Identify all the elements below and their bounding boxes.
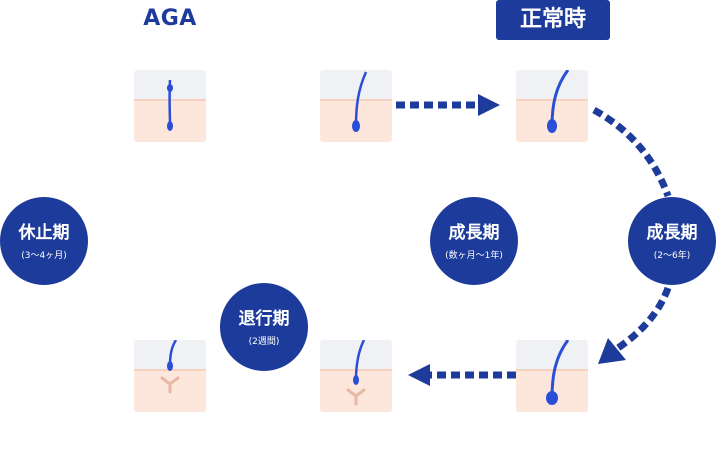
arrow-top-right <box>396 94 500 116</box>
arrow-curve-bottom <box>598 286 672 364</box>
medium-hair-icon <box>320 70 392 142</box>
phase-resting-label: 休止期 <box>18 222 70 243</box>
phase-growth-normal-label: 成長期 <box>646 222 698 243</box>
phase-growth-aga: 成長期 (数ヶ月〜1年) <box>430 197 518 285</box>
hair-tile-bottom-left <box>134 340 206 412</box>
normal-title-badge: 正常時 <box>496 0 610 40</box>
arrow-bottom-left <box>408 364 516 386</box>
regressing-hair-icon <box>320 340 392 412</box>
hair-tile-top-middle <box>320 70 392 142</box>
phase-resting-duration: (3〜4ヶ月) <box>21 250 67 261</box>
phase-regression: 退行期 (2週間) <box>220 283 308 371</box>
phase-growth-normal-duration: (2〜6年) <box>653 250 691 261</box>
mature-hair-icon <box>516 340 588 412</box>
hair-tile-top-right <box>516 70 588 142</box>
phase-growth-aga-duration: (数ヶ月〜1年) <box>445 250 503 261</box>
phase-growth-normal: 成長期 (2〜6年) <box>628 197 716 285</box>
hair-tile-bottom-middle <box>320 340 392 412</box>
phase-regression-duration: (2週間) <box>248 336 280 347</box>
phase-growth-aga-label: 成長期 <box>448 222 500 243</box>
long-hair-icon <box>516 70 588 142</box>
falling-hair-icon <box>134 340 206 412</box>
aga-title: AGA <box>143 6 197 31</box>
arrow-curve-top <box>592 106 672 198</box>
phase-regression-label: 退行期 <box>238 308 290 329</box>
short-hair-icon <box>134 70 206 142</box>
hair-tile-aga-top <box>134 70 206 142</box>
hair-tile-bottom-right <box>516 340 588 412</box>
phase-resting: 休止期 (3〜4ヶ月) <box>0 197 88 285</box>
